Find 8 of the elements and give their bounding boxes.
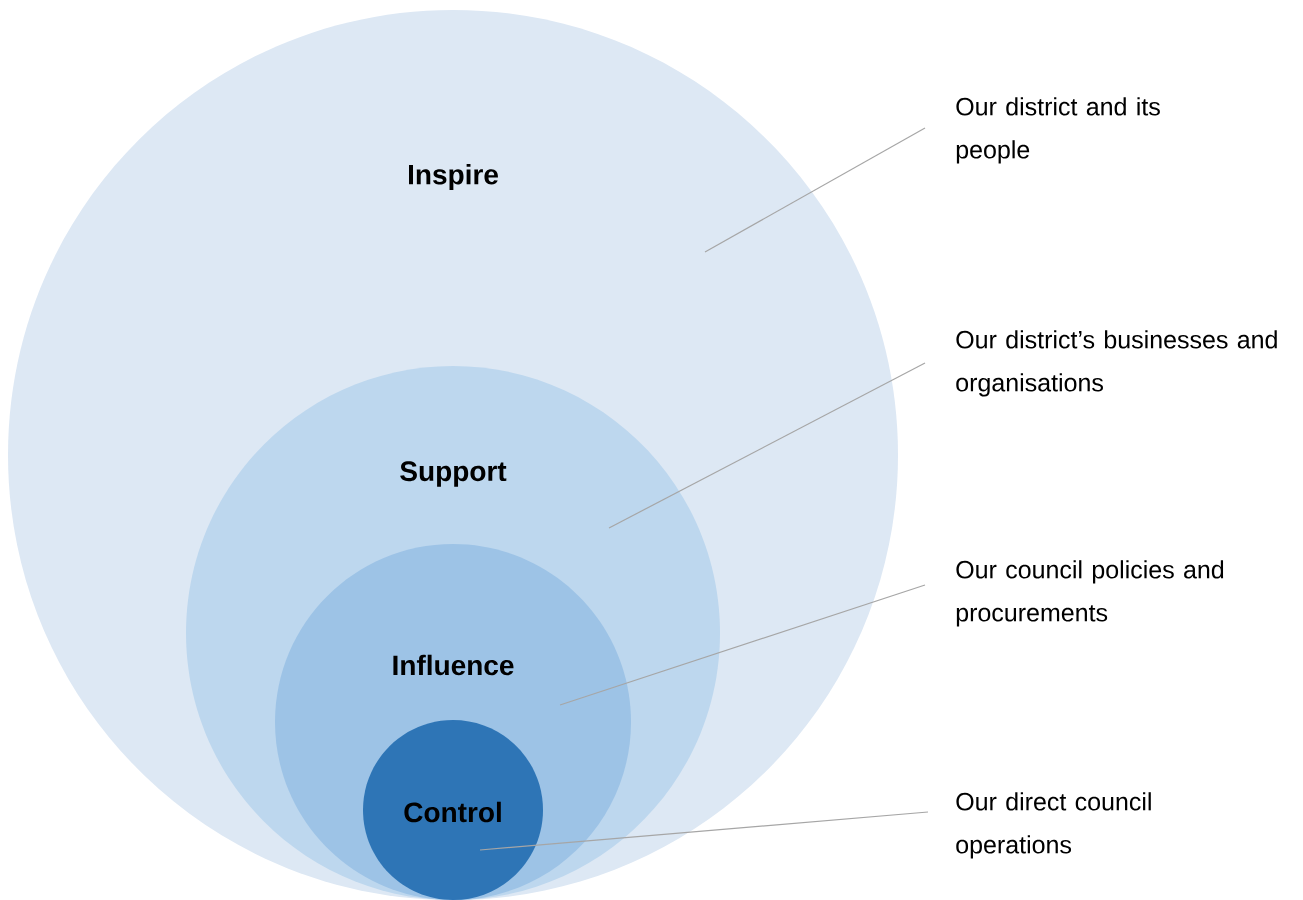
leader-line [704,127,926,253]
leader-line [608,362,926,529]
text-label: Our council policies and procurements [956,560,1224,627]
leader-line [559,584,926,706]
text-label: Our direct council operations [956,792,1151,859]
text-label: Our district and its people [956,97,1160,164]
text-label: Our district’s businesses and organisations [956,330,1277,397]
leader-line [479,811,929,851]
